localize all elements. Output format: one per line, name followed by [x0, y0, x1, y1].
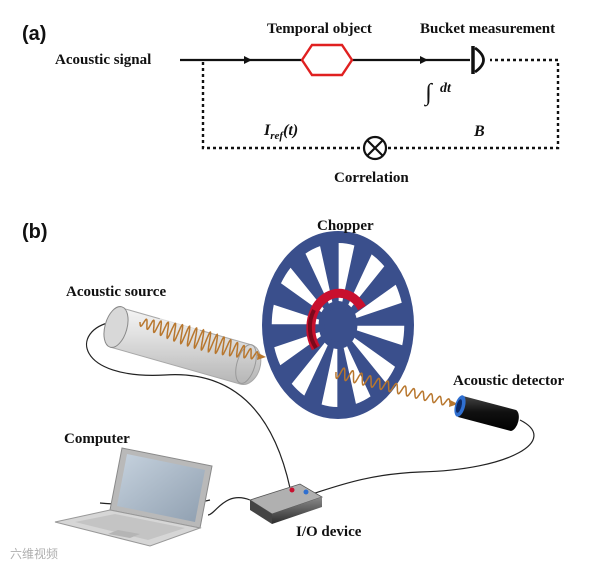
- chopper-slot: [343, 346, 371, 404]
- dotted-loop: [201, 58, 560, 150]
- chopper-slot: [352, 337, 396, 383]
- acoustic-detector-label: Acoustic detector: [453, 373, 565, 389]
- panel-b: (b) Acoustic source Chopper: [22, 218, 565, 547]
- detector-icon: [471, 46, 485, 74]
- iref-arg: (t): [283, 122, 298, 139]
- io-device-icon: [249, 483, 323, 524]
- acoustic-detector-icon: [454, 395, 519, 431]
- acoustic-source-label: Acoustic source: [66, 284, 166, 300]
- chopper-slot: [356, 325, 405, 346]
- chopper-slot: [280, 267, 324, 313]
- chopper-slot: [348, 254, 385, 308]
- chopper-label: Chopper: [317, 218, 374, 234]
- chopper-slot: [338, 243, 355, 302]
- integral-symbol: ∫: [423, 80, 433, 107]
- panel-a: (a) Acoustic signal Temporal object Buck…: [22, 21, 560, 186]
- iref-sub: ref: [270, 130, 284, 142]
- watermark-text: 六维视频: [10, 546, 58, 561]
- chopper-slot: [355, 284, 402, 318]
- arrow-head-2: [420, 56, 428, 64]
- temporal-object-label: Temporal object: [267, 21, 372, 37]
- panel-a-tag: (a): [22, 23, 46, 45]
- acoustic-source-tube: [103, 306, 262, 385]
- iref-main: I: [263, 122, 271, 139]
- dt-label: dt: [440, 81, 452, 96]
- hexagon-object-icon: [300, 43, 354, 77]
- chopper-slot: [321, 348, 338, 407]
- acoustic-waves: [139, 318, 451, 406]
- io-device-label: I/O device: [296, 524, 362, 540]
- chopper-slot: [305, 246, 333, 304]
- chopper-wheel-icon: [262, 231, 414, 419]
- iref-label: Iref(t): [263, 122, 298, 142]
- computer-label: Computer: [64, 431, 130, 447]
- laptop-icon: [54, 447, 213, 547]
- correlation-label: Correlation: [334, 170, 409, 186]
- acoustic-signal-label: Acoustic signal: [55, 52, 151, 68]
- correlation-icon: [362, 135, 388, 161]
- chopper-slot: [291, 342, 328, 396]
- panel-b-tag: (b): [22, 221, 48, 243]
- bucket-measurement-label: Bucket measurement: [420, 21, 555, 37]
- wave-arrow-1: [257, 353, 266, 360]
- arrow-head-1: [244, 56, 252, 64]
- b-label: B: [473, 123, 485, 140]
- wave-arrow-2: [449, 400, 458, 407]
